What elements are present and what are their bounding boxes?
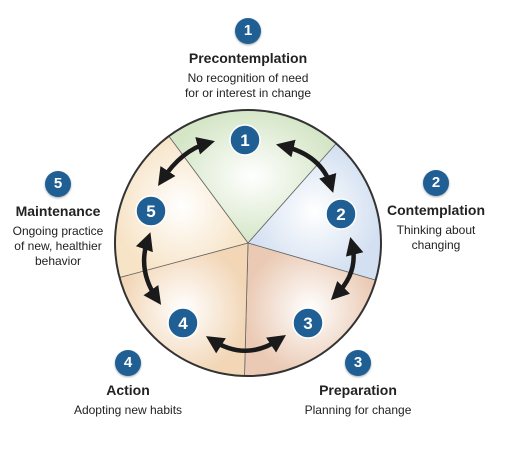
arrow-4-5 <box>135 232 162 305</box>
stage-description: No recognition of need for or interest i… <box>184 71 312 100</box>
stage-number-badge: 3 <box>345 350 371 376</box>
svg-text:3: 3 <box>303 314 312 333</box>
arrow-2-3 <box>330 237 364 301</box>
stage-description: Adopting new habits <box>73 403 183 417</box>
svg-text:5: 5 <box>146 202 155 221</box>
stage-number-badge: 4 <box>115 350 141 376</box>
stage-contemplation: 2 Contemplation Thinking about changing <box>380 170 492 253</box>
stage-number-badge: 1 <box>235 18 261 44</box>
arrow-1-2 <box>275 139 337 193</box>
arrow-3-4 <box>205 334 286 354</box>
svg-text:4: 4 <box>178 314 188 333</box>
stage-title: Action <box>106 382 150 398</box>
stage-title: Maintenance <box>15 203 101 219</box>
inner-badge-1: 1 <box>229 124 261 156</box>
arrow-5-1 <box>158 137 215 186</box>
stage-description: Ongoing practice of new, healthier behav… <box>12 224 104 268</box>
stage-precontemplation: 1 Precontemplation No recognition of nee… <box>158 18 338 101</box>
svg-text:1: 1 <box>240 131 249 150</box>
wheel-outline <box>114 109 382 377</box>
stage-action: 4 Action Adopting new habits <box>66 350 190 418</box>
stage-title: Precontemplation <box>188 50 308 66</box>
stage-maintenance: 5 Maintenance Ongoing practice of new, h… <box>6 171 110 269</box>
inner-badge-2: 2 <box>325 198 357 230</box>
inner-badge-5: 5 <box>135 195 167 227</box>
stage-number-badge: 5 <box>45 171 71 197</box>
inner-badge-3: 3 <box>292 307 324 339</box>
stage-description: Planning for change <box>304 403 412 417</box>
stage-preparation: 3 Preparation Planning for change <box>298 350 418 418</box>
stage-description: Thinking about changing <box>396 223 476 252</box>
svg-text:2: 2 <box>336 205 345 224</box>
stage-title: Preparation <box>319 382 397 398</box>
inner-badge-4: 4 <box>167 307 199 339</box>
stage-number-badge: 2 <box>423 170 449 196</box>
stage-title: Contemplation <box>387 202 485 218</box>
